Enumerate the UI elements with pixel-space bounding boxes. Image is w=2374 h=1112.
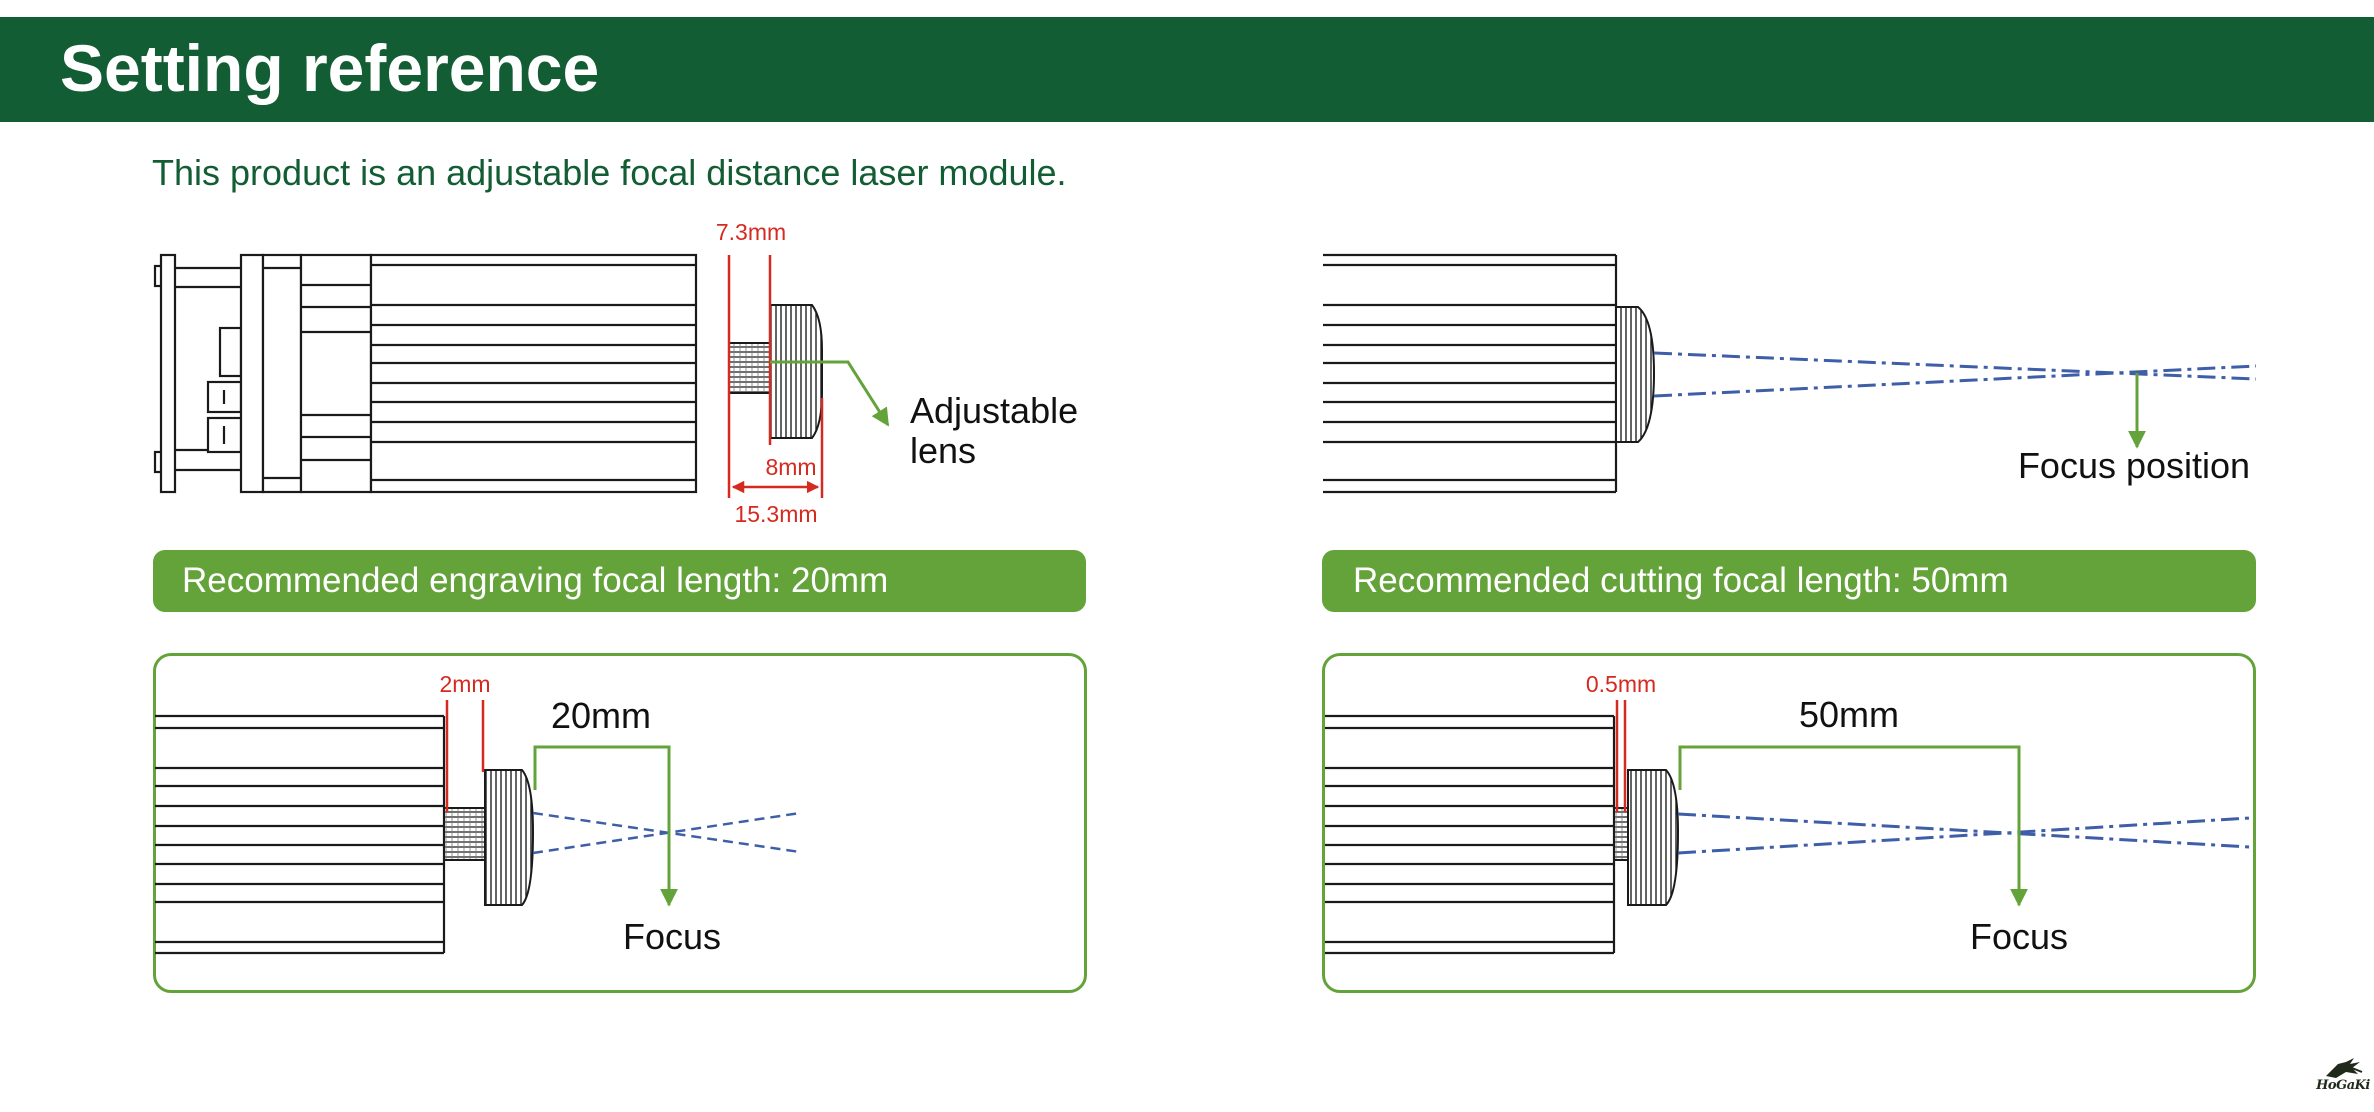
engraving-banner: Recommended engraving focal length: 20mm bbox=[153, 550, 1086, 612]
brand-logo-text: HoGaKi bbox=[2316, 1078, 2370, 1093]
cutting-lens-thread bbox=[1613, 807, 1629, 861]
engraving-gap-label: 2mm bbox=[439, 671, 490, 697]
engraving-gap-marks bbox=[445, 700, 485, 812]
page-title: Setting reference bbox=[60, 31, 600, 105]
cutting-module bbox=[1325, 714, 1616, 955]
dim-label-bottom: 15.3mm bbox=[734, 501, 817, 527]
adjustable-lens bbox=[728, 304, 823, 439]
engraving-lens-thread bbox=[443, 807, 486, 861]
engraving-beam bbox=[532, 811, 801, 855]
engraving-distance-label: 20mm bbox=[551, 695, 651, 736]
deer-icon bbox=[2326, 1058, 2363, 1078]
engraving-focus-label: Focus bbox=[623, 916, 721, 957]
brand-logo: HoGaKi bbox=[2316, 1054, 2370, 1100]
lens-callout-line-1: Adjustable bbox=[910, 390, 1078, 431]
lens-dimensions bbox=[727, 255, 824, 498]
cutting-focus-label: Focus bbox=[1970, 916, 2068, 957]
laser-module-drawing bbox=[153, 253, 698, 494]
engraving-panel bbox=[153, 653, 1087, 993]
cutting-banner: Recommended cutting focal length: 50mm bbox=[1322, 550, 2256, 612]
focus-position-label: Focus position bbox=[2018, 445, 2250, 486]
cutting-lens bbox=[1627, 769, 1680, 906]
dim-label-top: 7.3mm bbox=[716, 219, 786, 245]
engraving-distance-bracket bbox=[533, 745, 671, 833]
engraving-lens bbox=[484, 769, 535, 906]
engraving-module bbox=[155, 714, 446, 955]
focus-position-drawing bbox=[1323, 253, 1618, 494]
header-bar: Setting reference bbox=[0, 17, 2374, 122]
lens-callout-arrow bbox=[770, 360, 890, 427]
cutting-panel bbox=[1322, 653, 2256, 993]
beam-top-right bbox=[1653, 351, 2257, 398]
intro-text: This product is an adjustable focal dist… bbox=[152, 152, 1067, 193]
cutting-gap-label: 0.5mm bbox=[1586, 671, 1656, 697]
cutting-distance-label: 50mm bbox=[1799, 694, 1899, 735]
cutting-distance-bracket bbox=[1678, 745, 2021, 833]
lens-callout-line-2: lens bbox=[910, 430, 976, 471]
cutting-beam bbox=[1677, 812, 2251, 855]
cutting-gap-marks bbox=[1615, 700, 1627, 812]
dim-label-mid: 8mm bbox=[765, 454, 816, 480]
focus-lens bbox=[1615, 306, 1656, 443]
